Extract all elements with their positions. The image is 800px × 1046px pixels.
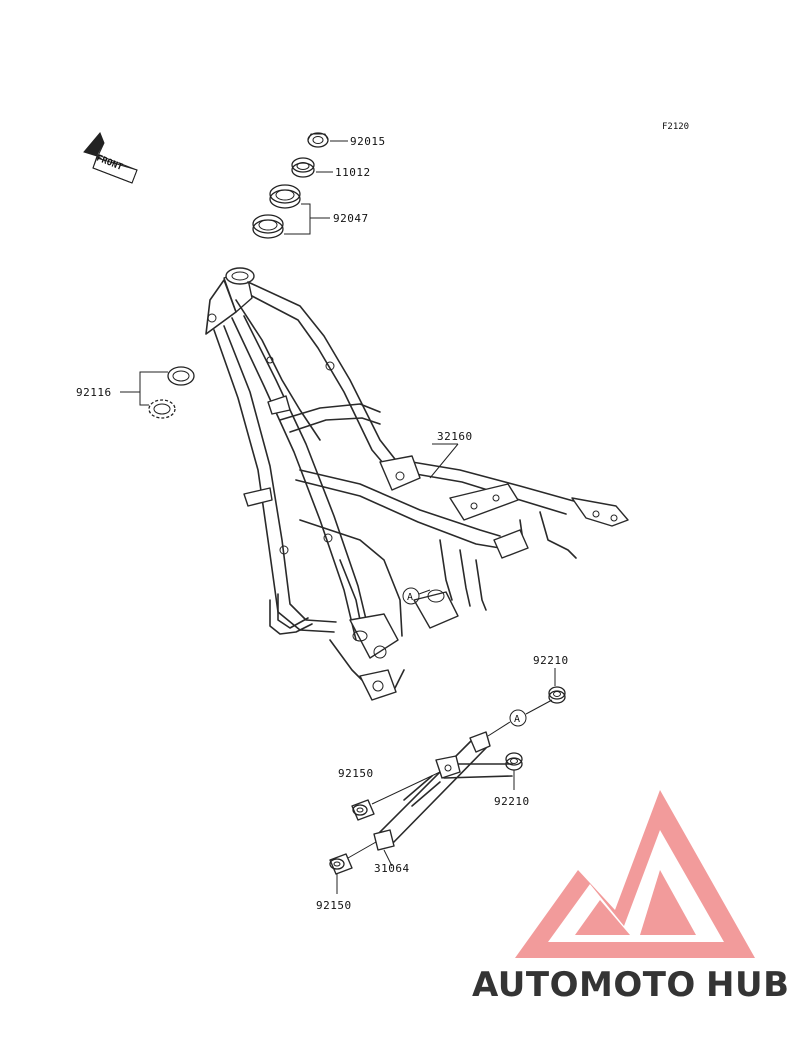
reference-mark-a-bracket: A	[509, 709, 527, 727]
main-frame-part	[205, 267, 629, 701]
part-label-11012: 11012	[335, 166, 371, 179]
part-label-92047: 92047	[333, 212, 369, 225]
diagram-code: F2120	[662, 122, 689, 132]
part-label-92015: 92015	[350, 135, 386, 148]
part-label-92116: 92116	[76, 386, 112, 399]
reference-mark-label-2: A	[514, 714, 520, 725]
logo-word-hub: HUB	[706, 965, 789, 1005]
part-label-32160: 32160	[437, 430, 473, 443]
steering-lock-ring-part	[148, 399, 176, 419]
automotohub-logo: AUTO MOTO HUB	[472, 790, 789, 1005]
steering-ring-part	[167, 366, 195, 386]
part-label-92210-bottom: 92210	[494, 795, 530, 808]
steering-stem-nut-part	[307, 132, 329, 148]
reference-mark-label: A	[407, 592, 413, 603]
part-label-92210-top: 92210	[533, 654, 569, 667]
mount-nut-lower-part	[505, 752, 523, 771]
part-label-92150-lower: 92150	[316, 899, 352, 912]
logo-word-moto: MOTO	[579, 965, 696, 1005]
collar-upper-part	[351, 799, 375, 821]
collar-lower-part	[329, 853, 353, 875]
part-label-92150-upper: 92150	[338, 767, 374, 780]
bearing-cap-part	[291, 157, 315, 178]
lower-bearing-race-part	[252, 214, 284, 239]
mount-nut-upper-part	[548, 686, 566, 704]
part-label-31064: 31064	[374, 862, 410, 875]
reference-mark-a-frame: A	[402, 587, 420, 605]
upper-bearing-race-part	[269, 184, 301, 209]
engine-mount-bracket-part	[373, 731, 513, 851]
front-arrow-icon: FRONT	[83, 132, 138, 184]
logo-word-auto: AUTO	[472, 965, 579, 1005]
